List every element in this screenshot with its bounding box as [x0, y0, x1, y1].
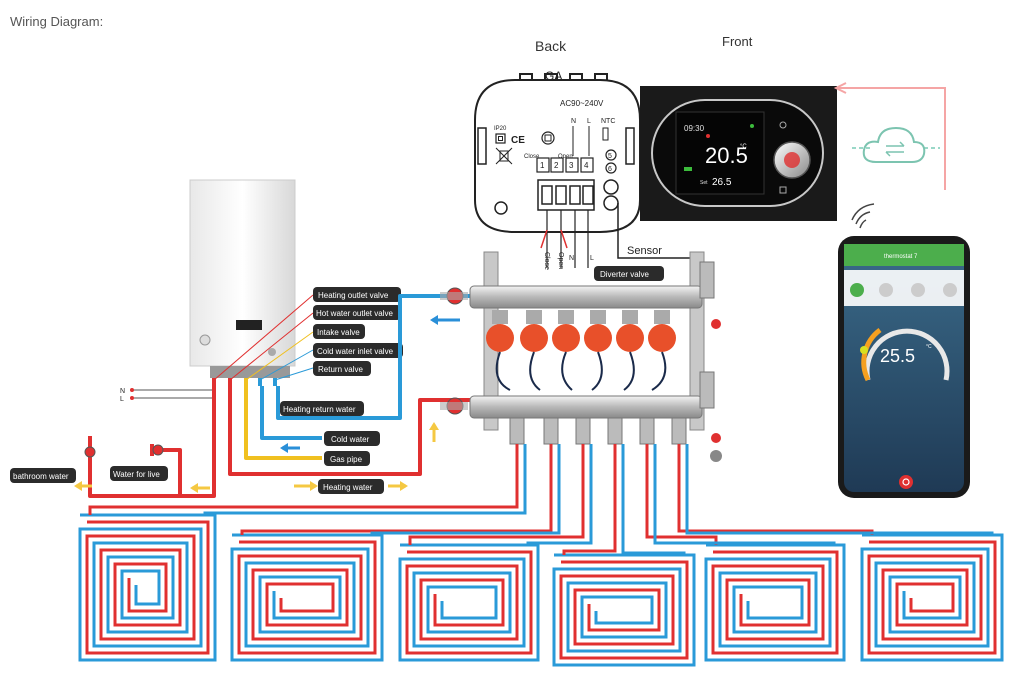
- terminal-6: 6: [608, 166, 612, 173]
- wifi-signal-icon: [851, 203, 875, 229]
- front-time: 09:30: [684, 124, 705, 133]
- pipe-valves: [84, 287, 468, 458]
- valve-leaders: [213, 294, 314, 381]
- underfloor-loop: [552, 444, 696, 667]
- terminal-4: 4: [584, 161, 589, 170]
- terminal-label-close: Close: [524, 154, 540, 160]
- thermostat-wires: Close Open N L Sensor: [540, 203, 690, 270]
- phone-timer-icon: [943, 283, 957, 297]
- valve-label-return: Return valve: [318, 365, 363, 374]
- phone-unit: °C: [926, 344, 932, 350]
- phone-eco-icon: [911, 283, 925, 297]
- front-unit: °C: [740, 144, 747, 150]
- underfloor-loop: [645, 444, 846, 662]
- front-temperature: 20.5: [705, 143, 748, 168]
- power-n-label: N: [120, 388, 125, 395]
- front-set-label: Set: [700, 180, 708, 186]
- underfloor-loops: [78, 444, 1004, 667]
- double-insulation-icon: [495, 133, 506, 144]
- label-water-for-live: Water for live: [113, 470, 160, 479]
- underfloor-loop: [230, 444, 561, 662]
- valve-label-hot-water-outlet: Hot water outlet valve: [316, 309, 393, 318]
- boiler-display: [236, 320, 262, 330]
- front-flame-icon: [706, 134, 710, 138]
- phone-home-icon: [850, 283, 864, 297]
- valve-label-intake: Intake valve: [317, 328, 360, 337]
- terminal-2: 2: [554, 161, 559, 170]
- wire-label-l: L: [590, 255, 594, 262]
- label-diverter-valve: Diverter valve: [600, 270, 649, 279]
- label-gas-pipe: Gas pipe: [330, 455, 363, 464]
- flow-arrows: [74, 315, 460, 493]
- terminal-label-l: L: [587, 118, 591, 125]
- cloud-icon: [862, 126, 926, 163]
- label-bathroom-water: bathroom water: [13, 472, 69, 481]
- cloud-connection: [833, 82, 946, 229]
- back-voltage-label: AC90~240V: [560, 99, 604, 108]
- back-title: Back: [535, 38, 567, 54]
- terminal-label-open: Open: [558, 154, 573, 160]
- boiler-valve-labels: Heating outlet valve Hot water outlet va…: [313, 287, 403, 376]
- terminal-label-n: N: [571, 118, 576, 125]
- back-ce-mark: CE: [511, 135, 525, 146]
- pipe-labels: Heating return water Cold water Gas pipe…: [10, 401, 384, 494]
- manifold: Diverter valve: [469, 251, 722, 462]
- weee-bin-icon: [495, 147, 513, 165]
- thermostat-back: GA AC90~240V IP20 CE Close Open N L NTC …: [474, 69, 641, 233]
- front-set-temperature: 26.5: [712, 177, 732, 188]
- underfloor-loop: [78, 444, 527, 662]
- terminal-3: 3: [569, 161, 574, 170]
- label-heating-return-water: Heating return water: [283, 405, 356, 414]
- wire-label-open: Open: [557, 252, 564, 269]
- underfloor-loop: [398, 444, 593, 662]
- back-model-label: GA: [545, 69, 562, 83]
- smartphone: thermostat 7 25.5 °C: [838, 236, 970, 498]
- label-cold-water: Cold water: [331, 435, 370, 444]
- terminal-1: 1: [540, 161, 545, 170]
- wire-label-n: N: [569, 255, 574, 262]
- wire-label-close: Close: [543, 252, 550, 270]
- valve-label-heating-outlet: Heating outlet valve: [318, 291, 389, 300]
- terminal-5: 5: [608, 153, 612, 160]
- front-power-icon: [779, 121, 787, 129]
- front-heating-indicator: [684, 167, 692, 171]
- phone-app-title: thermostat 7: [884, 254, 918, 260]
- power-l-label: L: [120, 396, 124, 403]
- diagram-heading: Wiring Diagram:: [10, 14, 104, 29]
- phone-temperature: 25.5: [880, 346, 915, 366]
- motor-icon: [541, 131, 555, 145]
- phone-settings-icon: [879, 283, 893, 297]
- valve-label-cold-water-inlet: Cold water inlet valve: [317, 347, 394, 356]
- sensor-label: Sensor: [627, 245, 662, 257]
- label-heating-water: Heating water: [323, 483, 373, 492]
- front-wifi-icon: [750, 124, 754, 128]
- phone-power-button: [899, 475, 913, 489]
- boiler: N L: [120, 179, 296, 403]
- terminal-label-ntc: NTC: [601, 118, 615, 125]
- front-title: Front: [722, 34, 753, 49]
- front-mode-icon: [779, 186, 787, 194]
- thermostat-front: 09:30 20.5 °C Set 26.5: [640, 86, 837, 221]
- underfloor-loop: [677, 444, 1004, 662]
- back-ip-label: IP20: [494, 126, 507, 132]
